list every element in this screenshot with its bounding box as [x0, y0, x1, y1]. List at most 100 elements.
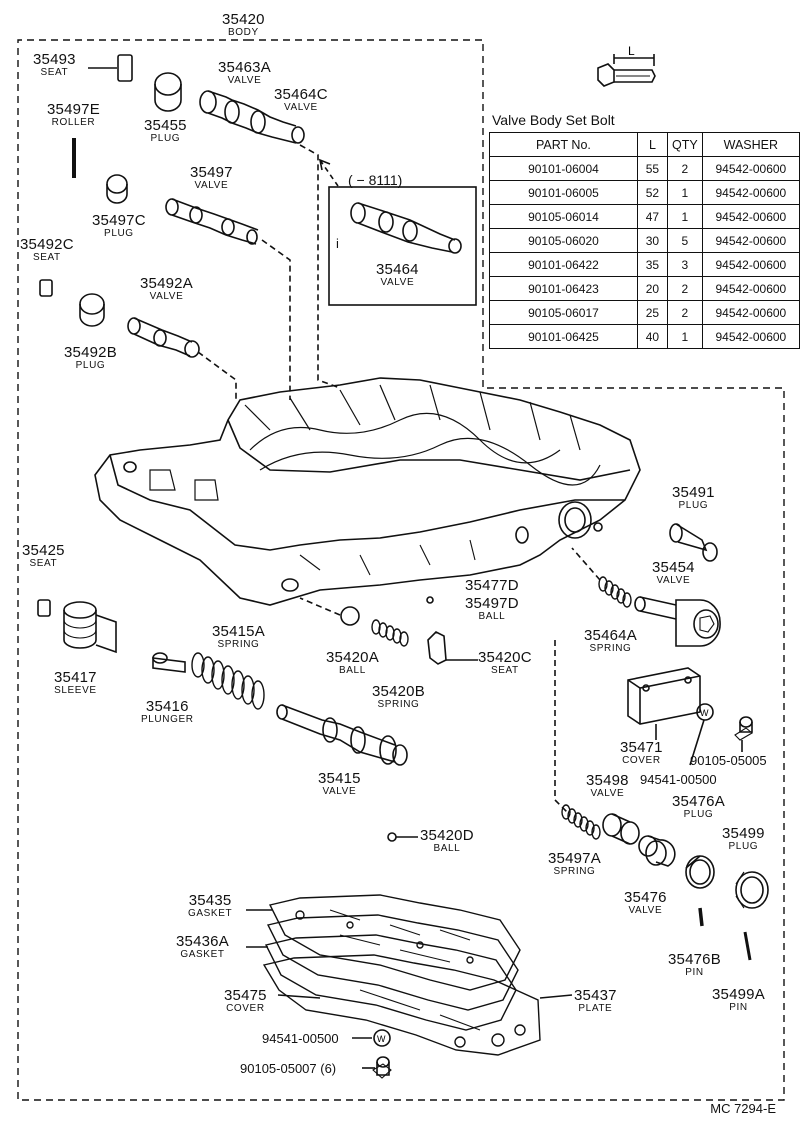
- cover-35471-shape: [627, 667, 701, 725]
- label-bolt-05005: 90105-05005: [690, 753, 767, 768]
- valve-35498-shape: [602, 813, 640, 845]
- bolt-05005-shape: [734, 716, 753, 741]
- washer-w-bottom-symbol: W: [377, 1034, 386, 1044]
- plug-35455-shape: [154, 72, 182, 112]
- cell-part-no: 90101-06422: [489, 252, 638, 277]
- cell-washer: 94542-00600: [701, 228, 800, 253]
- cell-washer: 94542-00600: [701, 204, 800, 229]
- cell-qty: 5: [667, 228, 703, 253]
- spring-35420B-shape: [371, 619, 409, 647]
- valve-35497-shape: [165, 198, 259, 245]
- cell-l: 55: [636, 156, 669, 181]
- cell-part-no: 90105-06017: [489, 300, 638, 325]
- bolt-05007-shape: [372, 1056, 392, 1079]
- spring-35464A-shape: [598, 576, 632, 608]
- washer-w-bottom-shape: [373, 1029, 391, 1047]
- label-washer-00500-bottom: 94541-00500: [262, 1031, 339, 1046]
- ball-35420D-shape: [387, 832, 418, 842]
- valve-35454-shape: [634, 596, 721, 647]
- cell-l: 35: [636, 252, 669, 277]
- label-35477D: 35477D: [465, 577, 519, 594]
- plunger-35416-shape: [152, 652, 186, 673]
- callout-marker: i: [336, 236, 339, 251]
- seat-35492C-shape: [39, 279, 53, 297]
- pin-35499A-shape: [743, 931, 752, 961]
- plug-35497C-shape: [106, 174, 128, 204]
- cell-qty: 2: [667, 156, 703, 181]
- valve-35415-shape: [276, 704, 408, 766]
- header-washer: WASHER: [701, 132, 800, 157]
- valve-35476-shape: [638, 835, 676, 867]
- washer-w-right-shape: [696, 703, 714, 721]
- valve-body-main-shape: [94, 377, 641, 606]
- washer-w-right-symbol: W: [700, 708, 709, 718]
- cell-washer: 94542-00600: [701, 300, 800, 325]
- cell-l: 40: [636, 324, 669, 349]
- ball-35497D-shape: [426, 596, 434, 604]
- bolt-table-title: Valve Body Set Bolt: [492, 112, 615, 128]
- cell-part-no: 90105-06020: [489, 228, 638, 253]
- cell-qty: 1: [667, 204, 703, 229]
- cell-washer: 94542-00600: [701, 156, 800, 181]
- spring-35497A-shape: [561, 804, 601, 840]
- cell-washer: 94542-00600: [701, 180, 800, 205]
- cell-part-no: 90101-06423: [489, 276, 638, 301]
- cell-qty: 1: [667, 324, 703, 349]
- sleeve-35417-shape: [63, 601, 117, 654]
- ball-35420A-shape: [340, 606, 360, 626]
- callout-range: ( − 8111): [348, 172, 403, 188]
- cell-part-no: 90101-06004: [489, 156, 638, 181]
- header-l: L: [636, 132, 669, 157]
- header-qty: QTY: [667, 132, 703, 157]
- label-washer-00500-right: 94541-00500: [640, 772, 717, 787]
- plug-35492B-shape: [79, 293, 105, 327]
- bolt-table-header-row: PART No. L QTY WASHER: [489, 132, 800, 157]
- valve-35492A-shape: [127, 317, 200, 358]
- cell-washer: 94542-00600: [701, 324, 800, 349]
- bolt-dimension-shape: [597, 54, 656, 87]
- cell-part-no: 90105-06014: [489, 204, 638, 229]
- cell-washer: 94542-00600: [701, 276, 800, 301]
- cell-part-no: 90101-06005: [489, 180, 638, 205]
- cell-qty: 2: [667, 276, 703, 301]
- header-part-no: PART No.: [489, 132, 638, 157]
- callout-box: [328, 186, 477, 306]
- cell-qty: 2: [667, 300, 703, 325]
- cell-part-no: 90101-06425: [489, 324, 638, 349]
